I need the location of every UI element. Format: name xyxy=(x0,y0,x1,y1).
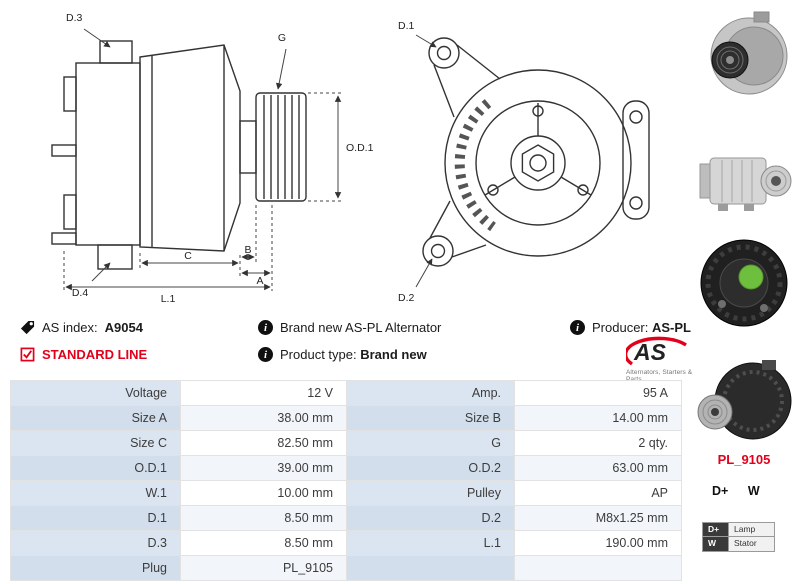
info-icon: i xyxy=(570,320,585,335)
as-index-label: AS index: xyxy=(42,320,98,335)
as-index-item: AS index: A9054 xyxy=(20,320,143,335)
legend-key: D+ xyxy=(702,521,729,538)
spec-label: G xyxy=(346,430,515,456)
legend-value: Stator xyxy=(728,536,775,552)
spec-row: O.D.1 39.00 mm O.D.2 63.00 mm xyxy=(10,455,682,481)
spec-value: M8x1.25 mm xyxy=(514,505,682,531)
spec-row: D.3 8.50 mm L.1 190.00 mm xyxy=(10,530,682,556)
spec-label: Amp. xyxy=(346,380,515,406)
dim-label-od1: O.D.1 xyxy=(346,142,374,154)
spec-row: W.1 10.00 mm Pulley AP xyxy=(10,480,682,506)
product-photo-column: PL_9105 D+ W D+ Lamp W Stator xyxy=(688,0,800,584)
tag-icon xyxy=(20,320,35,335)
terminal-legend-table: D+ Lamp W Stator xyxy=(702,521,775,552)
info-icon: i xyxy=(258,320,273,335)
spec-label: Size A xyxy=(10,405,181,431)
product-type-value: Brand new xyxy=(360,347,427,362)
spec-label: Voltage xyxy=(10,380,181,406)
spec-label: O.D.2 xyxy=(346,455,515,481)
product-photo-side[interactable] xyxy=(692,138,796,223)
spec-value: 12 V xyxy=(180,380,347,406)
brand-new-item: i Brand new AS-PL Alternator xyxy=(258,320,441,335)
plug-code-label: PL_9105 xyxy=(717,452,771,467)
terminal-markings: D+ W xyxy=(712,484,776,498)
spec-row: Size A 38.00 mm Size B 14.00 mm xyxy=(10,405,682,431)
spec-value: 2 qty. xyxy=(514,430,682,456)
logo-text: AS xyxy=(633,339,667,365)
spec-value: 38.00 mm xyxy=(180,405,347,431)
spec-label: Pulley xyxy=(346,480,515,506)
legend-value: Lamp xyxy=(728,521,775,538)
product-type-item: i Product type: Brand new xyxy=(258,347,427,362)
dimension-lines xyxy=(415,34,437,288)
spec-row: Size C 82.50 mm G 2 qty. xyxy=(10,430,682,456)
spec-value xyxy=(514,555,682,581)
dim-label-d4: D.4 xyxy=(72,287,89,299)
legend-row: W Stator xyxy=(702,536,775,552)
alternator-side-outline xyxy=(51,40,307,270)
dim-label-c: C xyxy=(184,250,192,262)
legend-row: D+ Lamp xyxy=(702,521,775,538)
spec-value: 14.00 mm xyxy=(514,405,682,431)
spec-value: 190.00 mm xyxy=(514,530,682,556)
spec-table: Voltage 12 V Amp. 95 A Size A 38.00 mm S… xyxy=(10,380,682,581)
product-photo-angled[interactable] xyxy=(692,352,796,454)
as-pl-logo: AS Alternators, Starters & Parts xyxy=(623,336,700,383)
terminal-dplus-label: D+ xyxy=(712,484,729,498)
technical-drawing-front-view: D.1 D.2 xyxy=(398,20,650,304)
spec-label: L.1 xyxy=(346,530,515,556)
spec-value: PL_9105 xyxy=(180,555,347,581)
legend-key: W xyxy=(702,536,729,552)
spec-value: 39.00 mm xyxy=(180,455,347,481)
spec-value: 8.50 mm xyxy=(180,505,347,531)
spec-row: D.1 8.50 mm D.2 M8x1.25 mm xyxy=(10,505,682,531)
spec-row: Voltage 12 V Amp. 95 A xyxy=(10,380,682,406)
spec-label: Size C xyxy=(10,430,181,456)
as-index-value: A9054 xyxy=(104,320,143,335)
product-type-label: Product type: xyxy=(280,347,357,362)
standard-line-label: STANDARD LINE xyxy=(42,347,148,362)
product-photo-front[interactable] xyxy=(692,6,796,106)
info-icon: i xyxy=(258,347,273,362)
logo-caption: Alternators, Starters & Parts xyxy=(626,369,693,383)
spec-value: 8.50 mm xyxy=(180,530,347,556)
dim-label-l1: L.1 xyxy=(161,293,176,305)
dim-label-g: G xyxy=(278,32,286,44)
spec-label: W.1 xyxy=(10,480,181,506)
dim-label-d2: D.2 xyxy=(398,292,415,304)
spec-label: D.1 xyxy=(10,505,181,531)
dim-label-d1: D.1 xyxy=(398,20,415,32)
spec-label: O.D.1 xyxy=(10,455,181,481)
producer-label: Producer: xyxy=(592,320,649,335)
dim-label-a: A xyxy=(256,275,263,287)
product-photo-rear[interactable] xyxy=(692,232,796,334)
producer-value: AS-PL xyxy=(652,320,691,335)
dim-label-d3: D.3 xyxy=(66,12,83,24)
spec-label: D.2 xyxy=(346,505,515,531)
spec-value: 10.00 mm xyxy=(180,480,347,506)
checkbox-check-icon xyxy=(20,347,35,362)
technical-drawing-side-view: D.3 G O.D.1 D.4 C B A L.1 xyxy=(51,12,374,305)
spec-value: AP xyxy=(514,480,682,506)
spec-value: 82.50 mm xyxy=(180,430,347,456)
as-pl-logo-icon: AS xyxy=(623,336,687,366)
terminal-w-label: W xyxy=(747,484,760,498)
brand-new-text: Brand new AS-PL Alternator xyxy=(280,320,442,335)
dimension-lines xyxy=(63,28,344,291)
spec-label xyxy=(346,555,515,581)
spec-value: 95 A xyxy=(514,380,682,406)
spec-row: Plug PL_9105 xyxy=(10,555,682,581)
spec-label: Plug xyxy=(10,555,181,581)
producer-item: i Producer: AS-PL xyxy=(570,320,691,335)
spec-label: Size B xyxy=(346,405,515,431)
standard-line-item: STANDARD LINE xyxy=(20,347,147,362)
alternator-front-outline xyxy=(422,37,650,267)
dim-label-b: B xyxy=(244,244,251,256)
spec-label: D.3 xyxy=(10,530,181,556)
spec-value: 63.00 mm xyxy=(514,455,682,481)
